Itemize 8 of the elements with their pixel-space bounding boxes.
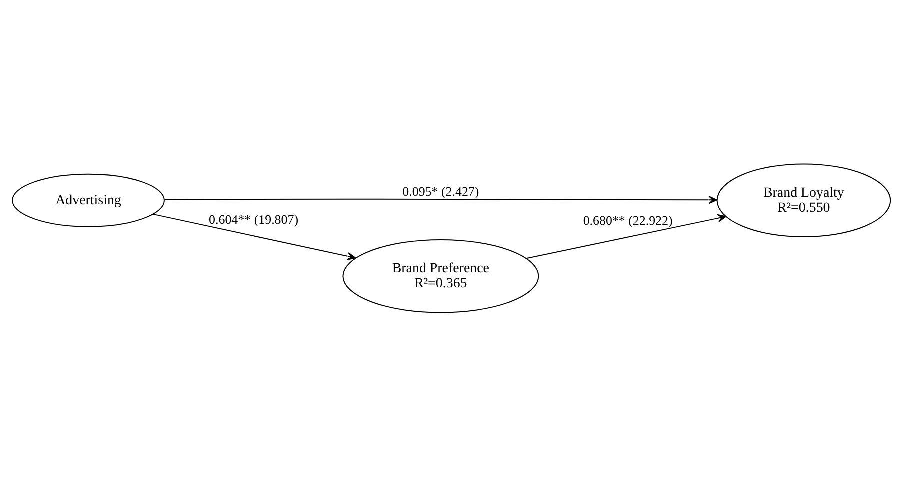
arrow <box>526 214 727 260</box>
arrow <box>164 196 718 204</box>
arrow <box>152 214 356 260</box>
node-ellipse: Advertising <box>12 174 165 228</box>
edge-label: 0.680** (22.922) <box>583 212 673 228</box>
node-ellipse: Brand Preference R²=0.365 <box>342 239 540 314</box>
edge-label: 0.604** (19.807) <box>209 212 299 227</box>
edge-label: 0.095* (2.427) <box>402 184 480 200</box>
